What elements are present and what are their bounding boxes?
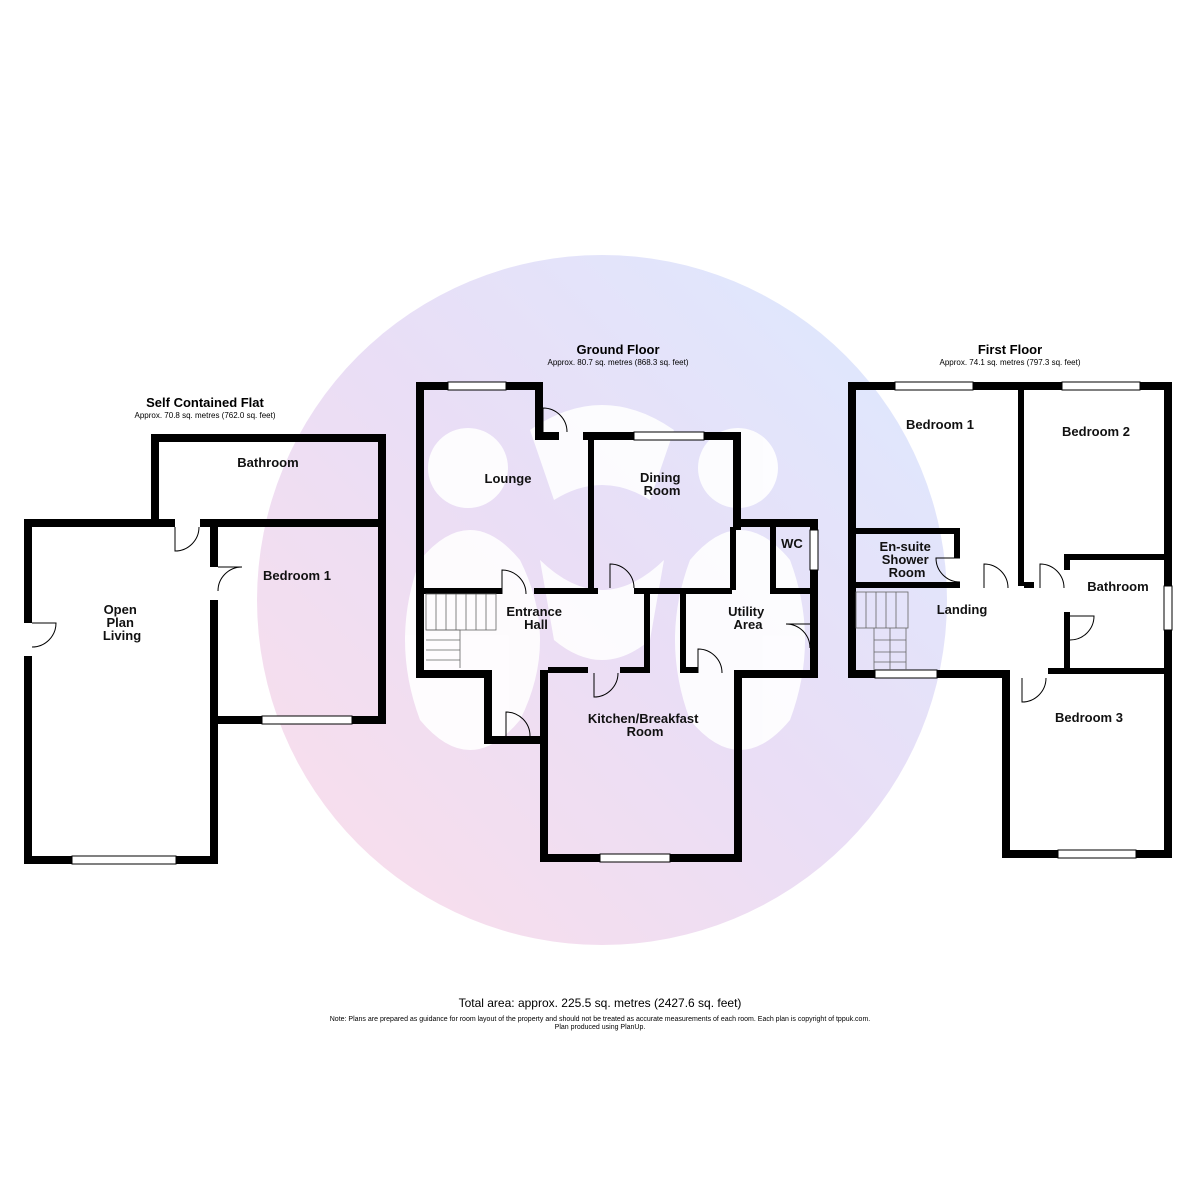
room-label-bathroom: Bathroom (237, 455, 298, 470)
room-label-lounge: Lounge (485, 471, 532, 486)
disclaimer-note: Note: Plans are prepared as guidance for… (329, 1016, 871, 1023)
room-label-landing: Landing (937, 602, 988, 617)
room-label-open-plan-living: Open Plan Living (103, 602, 141, 643)
floor-title: Ground Floor (576, 342, 659, 357)
room-label-en-suite-shower-room: En-suite Shower Room (880, 539, 935, 580)
windows (447, 381, 819, 863)
total-area: Total area: approx. 225.5 sq. metres (24… (458, 996, 742, 1010)
room-label-utility-area: Utility Area (728, 604, 768, 632)
windows (71, 715, 353, 865)
room-label-bedroom-2: Bedroom 2 (1062, 424, 1130, 439)
ground-floor-plan: Ground Floor Approx. 80.7 sq. metres (86… (416, 342, 819, 863)
room-label-bedroom-1: Bedroom 1 (263, 568, 331, 583)
room-label-bedroom-1: Bedroom 1 (906, 417, 974, 432)
doors (501, 407, 811, 737)
room-label-wc: WC (781, 536, 803, 551)
plan-credit: Plan produced using PlanUp. (554, 1024, 646, 1031)
floor-title: First Floor (978, 342, 1042, 357)
self-contained-flat-plan: Self Contained Flat Approx. 70.8 sq. met… (24, 395, 386, 865)
floor-area: Approx. 70.8 sq. metres (762.0 sq. feet) (135, 411, 276, 420)
doors (935, 557, 1095, 703)
tpp-logo-watermark-icon (257, 255, 947, 945)
staircase (855, 591, 909, 670)
room-label-bedroom-3: Bedroom 3 (1055, 710, 1123, 725)
staircase (425, 593, 497, 668)
first-floor-plan: First Floor Approx. 74.1 sq. metres (797… (848, 342, 1173, 859)
room-label-kitchen-breakfast-room: Kitchen/Breakfast Room (588, 711, 702, 739)
doors (31, 526, 243, 648)
room-label-bathroom: Bathroom (1087, 579, 1148, 594)
floor-area: Approx. 80.7 sq. metres (868.3 sq. feet) (548, 358, 689, 367)
room-label-dining-room: Dining Room (640, 470, 684, 498)
floor-title: Self Contained Flat (146, 395, 264, 410)
windows (874, 381, 1173, 859)
room-label-entrance-hall: Entrance Hall (506, 604, 565, 632)
floor-area: Approx. 74.1 sq. metres (797.3 sq. feet) (940, 358, 1081, 367)
